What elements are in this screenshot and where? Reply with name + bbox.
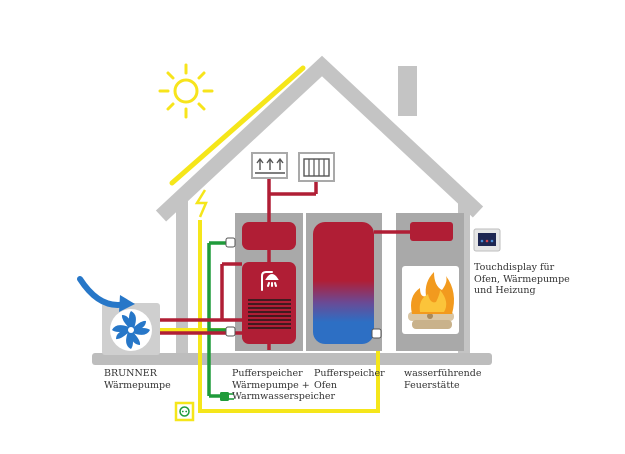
fan-icon (110, 309, 152, 351)
chimney (398, 66, 417, 116)
label-stove-line-2: Feuerstätte (404, 379, 460, 391)
sun-icon (158, 63, 214, 119)
label-buffer-tank-heat-pump-line-2: Wärmepumpe + (232, 379, 310, 391)
heat-exchanger-coil (248, 299, 291, 329)
plug-icon (220, 392, 234, 401)
house-outline (155, 55, 484, 222)
heat-pump-unit (102, 303, 160, 355)
airflow-arrow-icon (77, 276, 135, 312)
label-stove: wasserführende Feuerstätte (404, 368, 481, 391)
label-touch-display-line-3: und Heizung (474, 285, 536, 296)
label-touch-display: Touchdisplay für Ofen, Wärmepumpe und He… (474, 262, 570, 297)
label-buffer-tank-stove: Pufferspeicher Ofen (314, 368, 385, 391)
power-socket-icon (174, 401, 195, 422)
floor-slab (92, 353, 492, 365)
label-heat-pump-line-2: Wärmepumpe (104, 379, 171, 391)
label-buffer-tank-stove-line-2: Ofen (314, 379, 338, 391)
label-stove-line-1: wasserführende (404, 368, 482, 379)
tank1-main-chamber (242, 262, 296, 344)
label-buffer-tank-heat-pump: Pufferspeicher Wärmepumpe + Warmwassersp… (232, 368, 335, 403)
solar-panel (169, 65, 306, 186)
label-buffer-tank-heat-pump-line-3: Warmwasserspeicher (232, 391, 336, 402)
touch-display-icon (473, 228, 501, 252)
label-touch-display-line-2: Ofen, Wärmepumpe (474, 273, 570, 285)
stove-top-chamber (410, 222, 453, 241)
tank1-top-chamber (242, 222, 296, 250)
stove-logs (408, 312, 454, 329)
hot-water-pipes (158, 175, 410, 350)
label-buffer-tank-heat-pump-line-1: Pufferspeicher (232, 368, 303, 379)
label-heat-pump-line-1: BRUNNER (104, 368, 157, 379)
house-left-wall (176, 196, 188, 355)
underfloor-heating-icon (251, 152, 288, 179)
radiator-icon (298, 152, 335, 182)
shower-icon (261, 271, 279, 291)
lightning-icon (194, 189, 208, 218)
label-buffer-tank-stove-line-1: Pufferspeicher (314, 368, 385, 379)
tank2-chamber (313, 222, 374, 344)
label-touch-display-line-1: Touchdisplay für (474, 262, 555, 273)
valves (225, 237, 382, 339)
label-heat-pump: BRUNNER Wärmepumpe (104, 368, 171, 391)
